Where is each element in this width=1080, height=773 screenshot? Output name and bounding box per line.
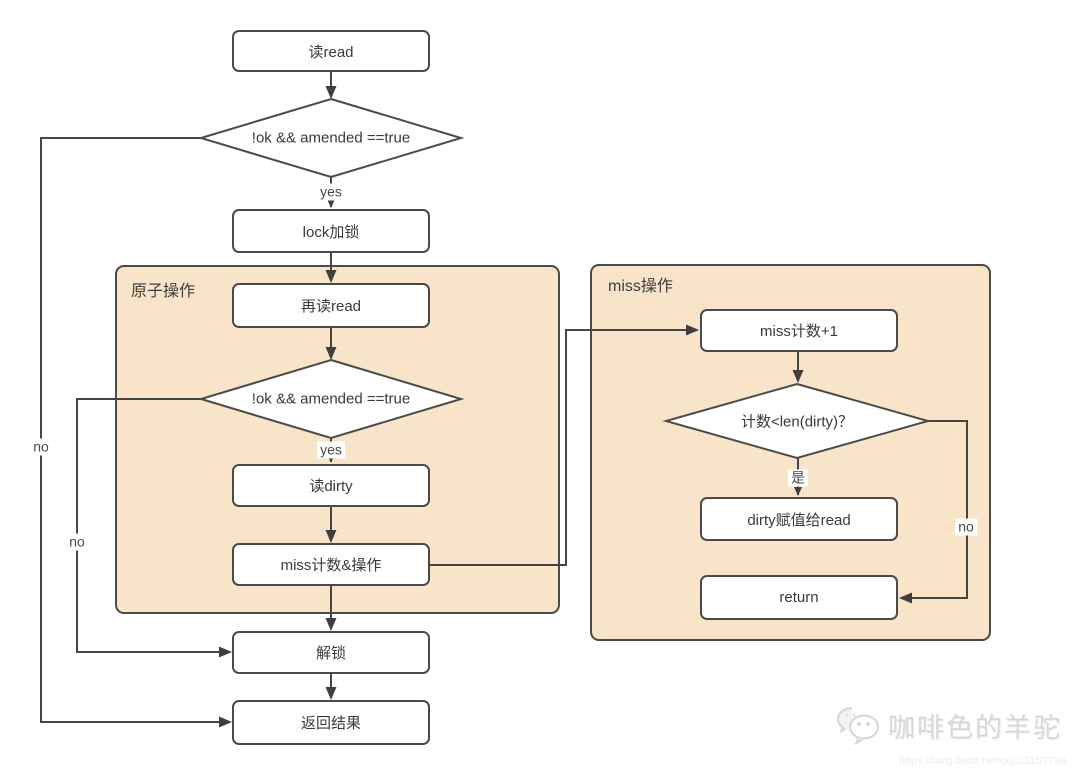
node-return: return [700, 575, 898, 620]
wechat-chat-bubbles-icon [836, 705, 880, 746]
node-miss-count-op: miss计数&操作 [232, 543, 430, 586]
edge-misscount-to-missinc [430, 324, 699, 566]
edge-label-no-right: no [955, 518, 977, 536]
edge-label-shi: 是 [788, 469, 808, 487]
node-return-result: 返回结果 [232, 700, 430, 745]
diamond-cond3 [662, 382, 932, 460]
edge-label-yes-1: yes [317, 183, 345, 201]
watermark-url: https://blog.csdn.net/qq011157738 [898, 755, 1066, 767]
watermark-author-name: 咖啡色的羊驼 [888, 712, 1062, 743]
group-miss-label: miss操作 [608, 278, 673, 295]
edge-cond1-no-to-result [40, 137, 232, 728]
diamond-cond2 [197, 358, 465, 440]
node-dirty-to-read: dirty赋值给read [700, 497, 898, 541]
diamond-cond2-label: !ok && amended ==true [251, 390, 411, 408]
edge-cond2-no-to-unlock [76, 398, 232, 658]
edge-label-no-inner: no [66, 533, 88, 551]
watermark: 咖啡色的羊驼 [836, 705, 1062, 746]
diamond-cond1-label: !ok && amended ==true [251, 129, 411, 147]
node-read-dirty: 读dirty [232, 464, 430, 507]
node-read: 读read [232, 30, 430, 72]
diamond-cond1 [197, 97, 465, 179]
diamond-cond3-label: 计数<len(dirty)？ [740, 413, 854, 431]
edge-label-no-outer: no [30, 438, 52, 456]
node-unlock: 解锁 [232, 631, 430, 674]
node-lock: lock加锁 [232, 209, 430, 253]
node-reread: 再读read [232, 283, 430, 328]
edge-label-yes-2: yes [317, 441, 345, 459]
edge-cond3-no-to-return [899, 420, 968, 604]
node-miss-inc: miss计数+1 [700, 309, 898, 352]
group-atomic-label: 原子操作 [131, 283, 196, 300]
